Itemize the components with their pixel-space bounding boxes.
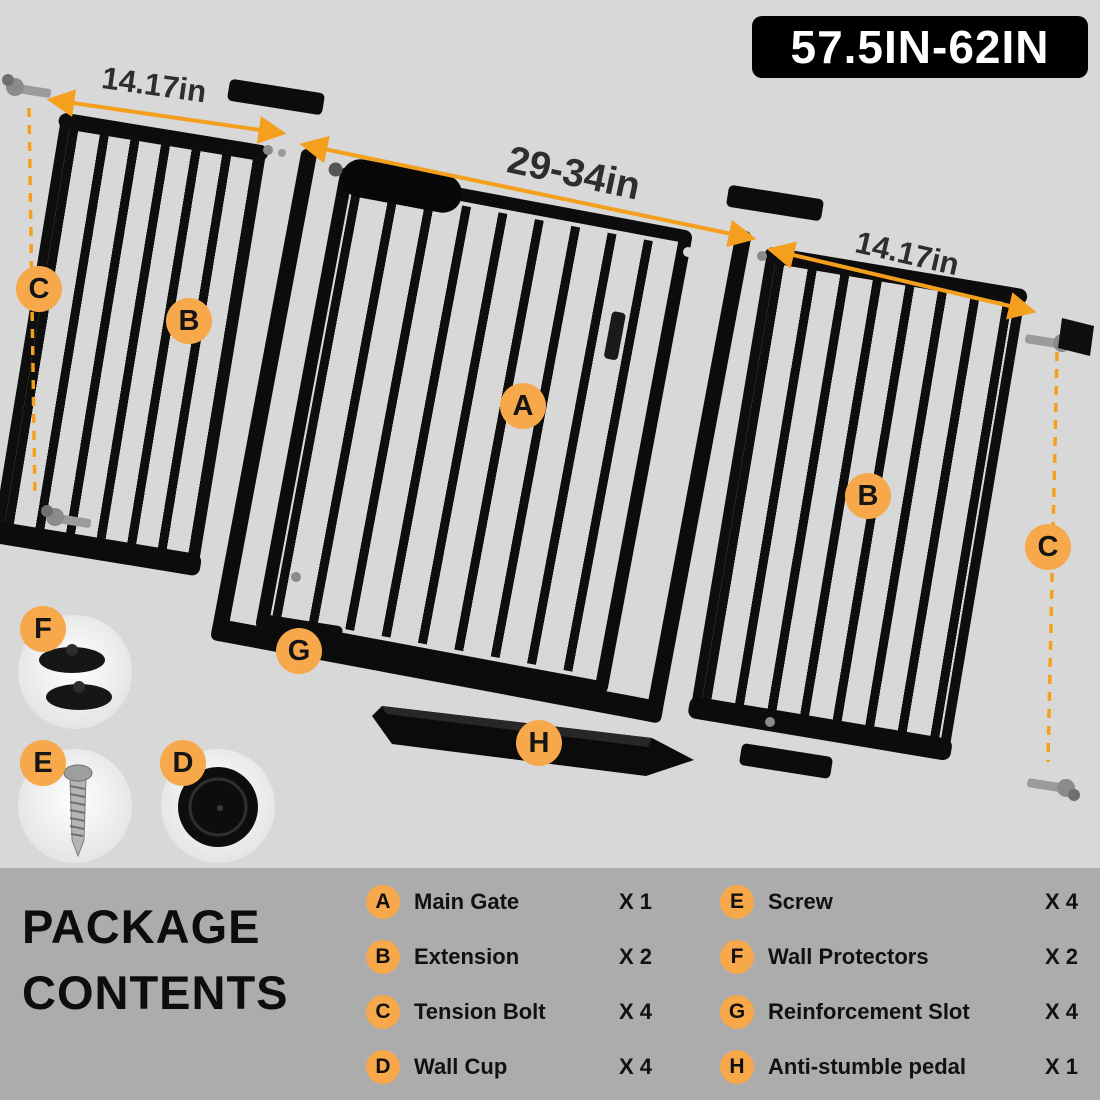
part-name: Reinforcement Slot bbox=[768, 998, 970, 1024]
tension-bolt-bottom-right-icon bbox=[1027, 778, 1080, 801]
package-contents-banner: PACKAGE CONTENTS A Main Gate X 1 B Exten… bbox=[0, 868, 1100, 1100]
part-name: Anti-stumble pedal bbox=[768, 1053, 967, 1079]
part-letter-badge: C bbox=[366, 994, 400, 1029]
reinforcement-slot-top-left bbox=[226, 78, 326, 116]
marker-f: F bbox=[20, 606, 66, 652]
tension-bolt-top-right-icon bbox=[1025, 318, 1094, 356]
legend-item-tension-bolt: C Tension Bolt X 4 bbox=[366, 984, 652, 1039]
legend-item-anti-stumble-pedal: H Anti-stumble pedal X 1 bbox=[720, 1039, 1078, 1094]
legend-item-wall-cup: D Wall Cup X 4 bbox=[366, 1039, 652, 1094]
legend-item-reinforcement-slot: G Reinforcement Slot X 4 bbox=[720, 984, 1078, 1039]
part-name: Wall Protectors bbox=[768, 943, 929, 969]
part-name: Screw bbox=[768, 888, 833, 914]
marker-d: D bbox=[160, 740, 206, 786]
marker-a-main-gate: A bbox=[500, 383, 546, 429]
part-letter-badge: D bbox=[366, 1049, 400, 1084]
part-letter-badge: E bbox=[720, 884, 754, 919]
marker-c-left: C bbox=[16, 266, 62, 312]
marker-b-left: B bbox=[166, 298, 212, 344]
legend-item-main-gate: A Main Gate X 1 bbox=[366, 874, 652, 929]
marker-b-right: B bbox=[845, 473, 891, 519]
part-name: Main Gate bbox=[414, 888, 520, 914]
tension-bolt-top-left-icon bbox=[2, 74, 52, 98]
dimension-label-left: 14.17in bbox=[99, 60, 209, 110]
gate-door-bars bbox=[272, 185, 676, 676]
part-quantity: X 1 bbox=[1044, 1053, 1078, 1079]
marker-c-right: C bbox=[1025, 524, 1071, 570]
package-title-line2: CONTENTS bbox=[22, 966, 289, 1019]
part-quantity: X 4 bbox=[618, 998, 652, 1024]
legend-item-screw: E Screw X 4 bbox=[720, 874, 1078, 929]
part-name: Extension bbox=[414, 943, 520, 969]
panel-bars bbox=[2, 121, 259, 566]
reinforcement-slot-bottom-right bbox=[738, 742, 834, 780]
part-name: Tension Bolt bbox=[414, 998, 546, 1024]
part-letter-badge: B bbox=[366, 939, 400, 974]
connector-nub bbox=[278, 149, 286, 157]
gate-door bbox=[254, 165, 694, 696]
part-letter-badge: G bbox=[720, 994, 754, 1029]
part-name: Wall Cup bbox=[414, 1053, 508, 1079]
marker-h: H bbox=[516, 720, 562, 766]
package-title-line1: PACKAGE bbox=[22, 900, 261, 953]
legend-item-extension: B Extension X 2 bbox=[366, 929, 652, 984]
package-contents-title: PACKAGE CONTENTS bbox=[22, 894, 289, 1026]
marker-e: E bbox=[20, 740, 66, 786]
legend-column-2: E Screw X 4 F Wall Protectors X 2 G Rein… bbox=[720, 874, 1078, 1094]
marker-g: G bbox=[276, 628, 322, 674]
legend-column-1: A Main Gate X 1 B Extension X 2 C Tensio… bbox=[366, 874, 652, 1094]
part-quantity: X 4 bbox=[618, 1053, 652, 1079]
part-quantity: X 2 bbox=[618, 943, 652, 969]
part-letter-badge: F bbox=[720, 939, 754, 974]
part-letter-badge: A bbox=[366, 884, 400, 919]
size-range-badge: 57.5IN-62IN bbox=[752, 16, 1088, 78]
part-quantity: X 4 bbox=[1044, 888, 1078, 914]
part-quantity: X 4 bbox=[1044, 998, 1078, 1024]
part-quantity: X 2 bbox=[1044, 943, 1078, 969]
reinforcement-slot-top-right bbox=[725, 184, 825, 222]
part-letter-badge: H bbox=[720, 1049, 754, 1084]
part-quantity: X 1 bbox=[618, 888, 652, 914]
legend-item-wall-protectors: F Wall Protectors X 2 bbox=[720, 929, 1078, 984]
extension-panel-left bbox=[0, 112, 270, 577]
